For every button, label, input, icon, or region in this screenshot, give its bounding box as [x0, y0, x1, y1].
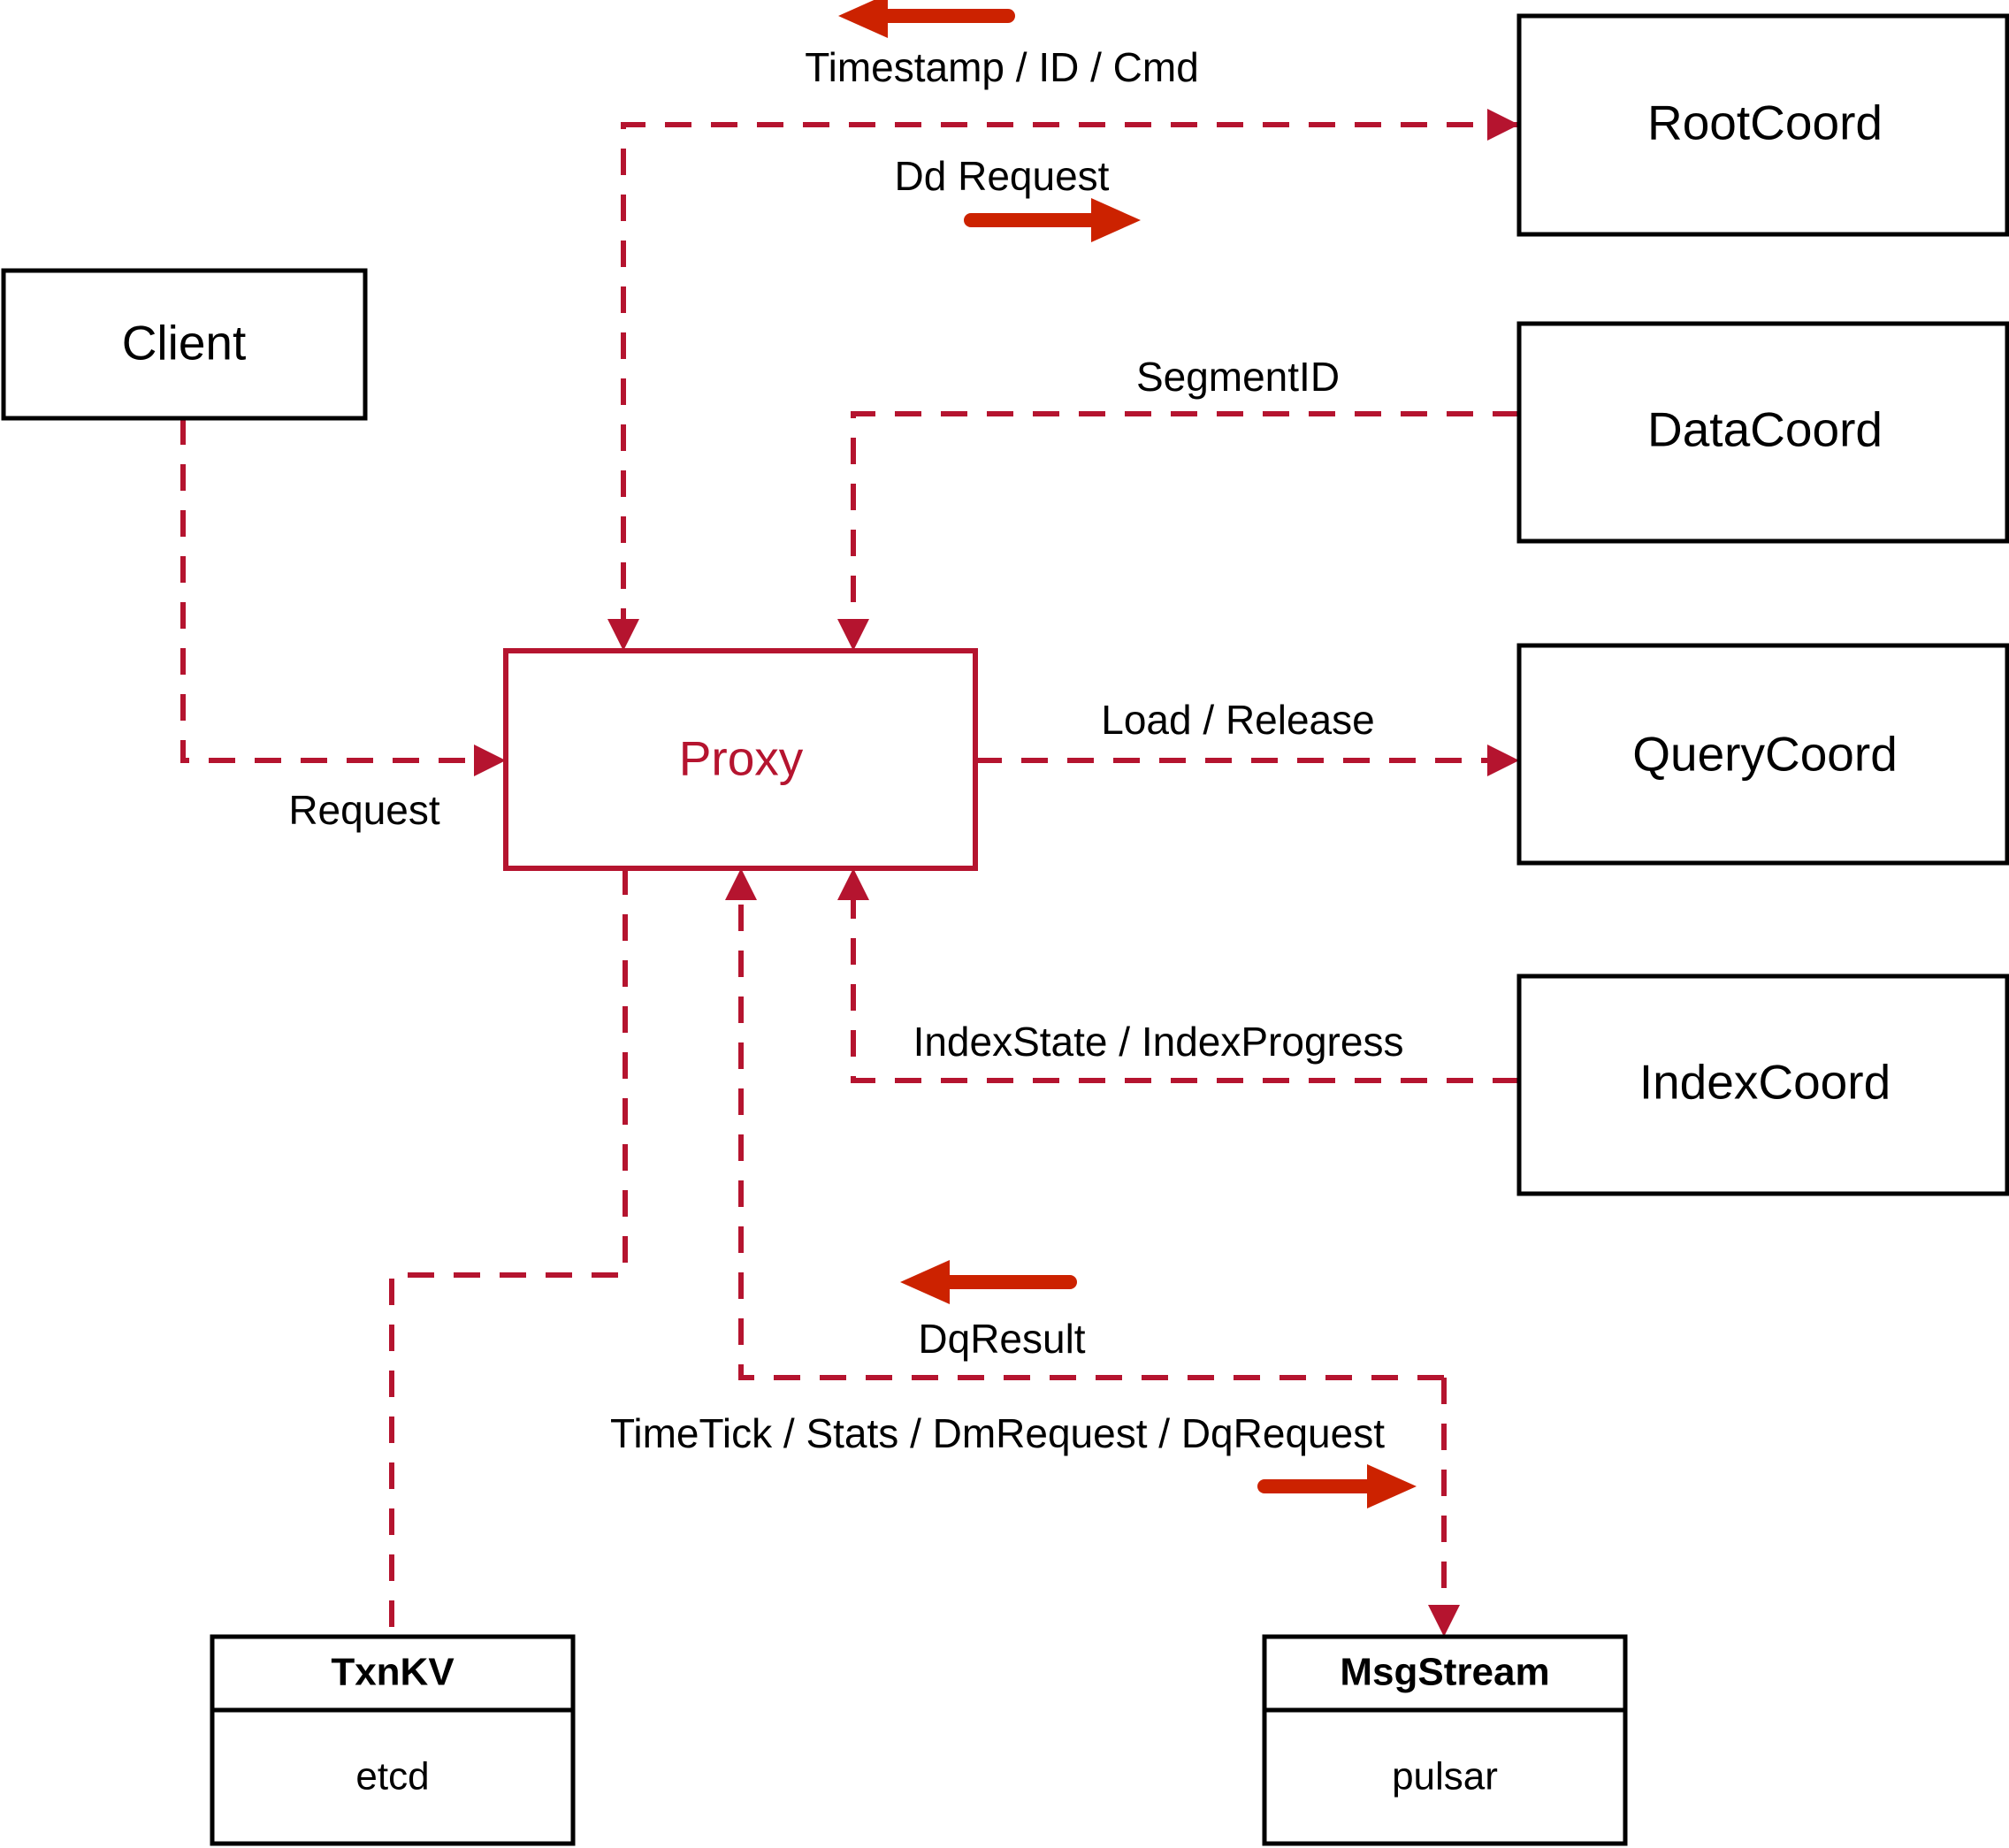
node-msgstream-impl: pulsar [1392, 1755, 1498, 1798]
arrowhead-into-proxy-bottom-mid [725, 868, 757, 900]
direction-arrow-timetick-right [1257, 1464, 1417, 1508]
direction-arrow-dqresult-left [900, 1260, 1077, 1304]
node-rootcoord-box[interactable] [1516, 13, 2009, 237]
edge-path-proxy-txnkv [389, 868, 628, 1637]
node-querycoord[interactable]: QueryCoord [1516, 643, 2009, 866]
arrowhead-into-querycoord [1487, 745, 1519, 776]
node-datacoord-label: DataCoord [1647, 402, 1883, 457]
edge-path-msgstream-proxy [738, 886, 1444, 1380]
edge-path-proxy-rootcoord [621, 122, 1519, 633]
node-txnkv-impl: etcd [355, 1755, 429, 1798]
edge-msgstream-proxy [725, 868, 1444, 1380]
node-querycoord-label: QueryCoord [1632, 727, 1898, 782]
edge-indexcoord-proxy [837, 868, 1519, 1083]
edge-path-indexcoord-proxy [851, 886, 1519, 1083]
node-client-box[interactable] [1, 268, 368, 421]
node-rootcoord-label: RootCoord [1647, 95, 1883, 150]
edge-label-request: Request [288, 787, 440, 833]
arrowhead-into-proxy-bottom-right [837, 868, 869, 900]
node-proxy-label: Proxy [679, 731, 804, 786]
edge-label-dqresult: DqResult [918, 1316, 1085, 1362]
edge-label-indexstate-indexprogress: IndexState / IndexProgress [913, 1019, 1404, 1065]
edge-datacoord-proxy [837, 411, 1519, 651]
node-msgstream-title: MsgStream [1340, 1651, 1549, 1694]
edge-path-client-proxy [180, 418, 488, 763]
node-datacoord-box[interactable] [1516, 321, 2009, 544]
edge-label-timetick-stats-dmrequest-dqrequest: TimeTick / Stats / DmRequest / DqRequest [610, 1410, 1385, 1456]
arrowhead-into-rootcoord [1487, 109, 1519, 141]
node-msgstream[interactable]: MsgStream pulsar [1262, 1634, 1628, 1846]
edge-label-dd-request: Dd Request [895, 153, 1110, 199]
direction-arrow-timestamp-left [838, 0, 1015, 38]
node-client[interactable]: Client [1, 268, 368, 421]
node-indexcoord-label: IndexCoord [1639, 1055, 1891, 1110]
edge-label-timestamp-id-cmd: Timestamp / ID / Cmd [805, 44, 1199, 90]
arrowhead-into-proxy-top-right [837, 619, 869, 651]
arrowhead-into-proxy-left [474, 745, 506, 776]
arrowhead-into-proxy-top-left [607, 619, 639, 651]
node-txnkv[interactable]: TxnKV etcd [210, 1634, 576, 1846]
node-msgstream-box[interactable] [1262, 1634, 1628, 1846]
edge-proxy-txnkv [389, 868, 628, 1637]
arrowhead-into-msgstream [1428, 1605, 1460, 1637]
edge-proxy-rootcoord [607, 109, 1519, 651]
node-txnkv-box[interactable] [210, 1634, 576, 1846]
node-rootcoord[interactable]: RootCoord [1516, 13, 2009, 237]
edge-proxy-msgstream [1428, 1378, 1460, 1637]
direction-arrow-dd-request-right [964, 198, 1141, 242]
edge-path-datacoord-proxy [851, 411, 1519, 633]
edge-proxy-querycoord [975, 745, 1519, 776]
node-datacoord[interactable]: DataCoord [1516, 321, 2009, 544]
node-indexcoord-box[interactable] [1516, 974, 2009, 1196]
node-proxy-box[interactable] [503, 648, 978, 871]
node-querycoord-box[interactable] [1516, 643, 2009, 866]
edge-label-load-release: Load / Release [1101, 697, 1374, 743]
edge-label-segmentid: SegmentID [1136, 354, 1340, 400]
node-txnkv-title: TxnKV [331, 1651, 455, 1694]
node-indexcoord[interactable]: IndexCoord [1516, 974, 2009, 1196]
node-proxy[interactable]: Proxy [503, 648, 978, 871]
edge-client-proxy [180, 418, 506, 776]
node-client-label: Client [122, 316, 247, 370]
